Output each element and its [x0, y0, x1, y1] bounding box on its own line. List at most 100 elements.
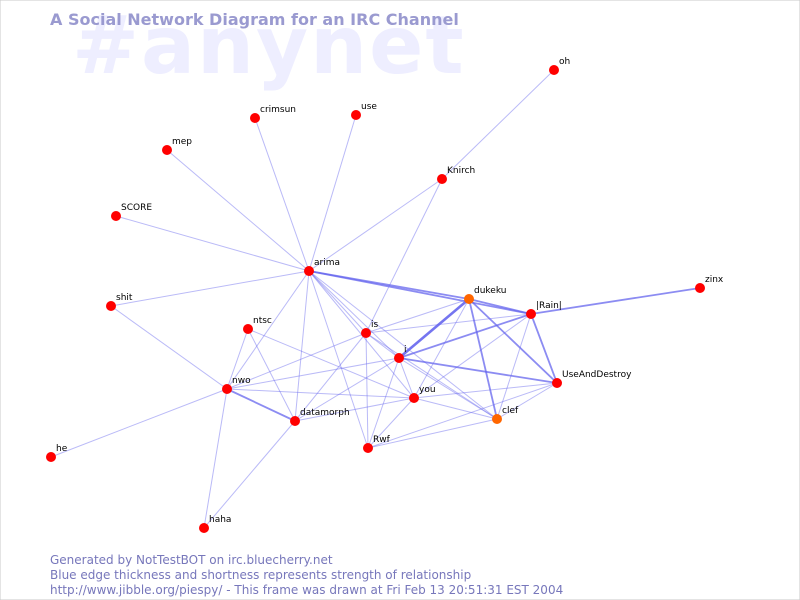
edge-i-UseAndDestroy	[398, 357, 558, 384]
node-dot	[199, 523, 209, 533]
edge-nwo-haha	[203, 388, 228, 529]
edge-Rain-clef	[496, 313, 532, 420]
footer-generated-by: Generated by NotTestBOT on irc.bluecherr…	[50, 553, 333, 567]
edge-i-Rwf	[367, 357, 400, 449]
node-zinx: zinx	[695, 275, 724, 293]
edge-you-UseAndDestroy	[413, 382, 558, 399]
node-you: you	[409, 385, 436, 403]
edge-arima-clef	[308, 270, 498, 420]
node-label: datamorph	[300, 408, 350, 418]
node-haha: haha	[199, 515, 231, 533]
node-label: UseAndDestroy	[562, 370, 632, 380]
edge-nwo-you	[226, 388, 415, 399]
edge-shit-arima	[110, 270, 310, 307]
node-dot	[111, 211, 121, 221]
node-Rwf: Rwf	[363, 435, 391, 453]
edge-use-arima	[308, 114, 357, 272]
edge-i-clef	[398, 357, 498, 420]
edge-you-clef	[413, 397, 498, 420]
edge-mep-arima	[166, 149, 310, 272]
edge-dukeku-is	[365, 298, 470, 334]
node-dot	[464, 294, 474, 304]
edge-dukeku-Rain	[468, 298, 532, 315]
node-label: mep	[172, 137, 192, 147]
node-dot	[106, 301, 116, 311]
footer-timestamp: http://www.jibble.org/piespy/ - This fra…	[50, 583, 564, 597]
edge-arima-Rain	[308, 270, 532, 315]
edge-is-datamorph	[294, 332, 367, 422]
node-Rain: |Rain|	[526, 301, 562, 319]
node-UseAndDestroy: UseAndDestroy	[552, 370, 632, 388]
edge-nwo-datamorph	[226, 388, 296, 422]
node-dot	[437, 174, 447, 184]
edge-is-clef	[365, 332, 498, 420]
edge-arima-nwo	[226, 270, 310, 390]
node-dot	[549, 65, 559, 75]
edge-Rain-i	[398, 313, 532, 359]
edge-crimsun-arima	[254, 117, 310, 272]
edge-shit-nwo	[110, 305, 228, 390]
edge-ntsc-nwo	[226, 328, 249, 390]
node-label: Knirch	[447, 166, 475, 176]
edges-layer	[50, 69, 701, 529]
edge-zinx-Rain	[530, 287, 701, 315]
diagram-title: A Social Network Diagram for an IRC Chan…	[50, 10, 459, 29]
node-label: clef	[502, 406, 519, 416]
node-dot	[409, 393, 419, 403]
edge-datamorph-you	[294, 397, 415, 422]
edge-arima-datamorph	[294, 270, 310, 422]
edge-dukeku-i	[398, 298, 470, 359]
node-label: he	[56, 444, 68, 454]
node-clef: clef	[492, 406, 519, 424]
edge-you-Rwf	[367, 397, 415, 449]
node-shit: shit	[106, 293, 133, 311]
node-label: shit	[116, 293, 133, 303]
edge-datamorph-haha	[203, 420, 296, 529]
node-label: you	[419, 385, 436, 395]
edge-arima-is	[308, 270, 367, 334]
node-mep: mep	[162, 137, 192, 155]
edge-ntsc-you	[247, 328, 415, 399]
node-dot	[526, 309, 536, 319]
node-label: |Rain|	[536, 301, 562, 311]
node-dot	[394, 353, 404, 363]
node-he: he	[46, 444, 68, 462]
channel-watermark: #anynet	[72, 0, 466, 92]
node-dot	[162, 145, 172, 155]
node-dot	[361, 328, 371, 338]
edge-i-is	[365, 332, 400, 359]
edge-Knirch-is	[365, 178, 443, 334]
node-dot	[363, 443, 373, 453]
node-is: is	[361, 320, 379, 338]
node-label: use	[361, 102, 377, 112]
node-dot	[290, 416, 300, 426]
node-label: haha	[209, 515, 231, 525]
node-dot	[552, 378, 562, 388]
node-arima: arima	[304, 258, 340, 276]
edge-Rain-UseAndDestroy	[530, 313, 558, 384]
node-ntsc: ntsc	[243, 316, 272, 334]
edge-arima-Rwf	[308, 270, 369, 449]
node-i: i	[394, 345, 407, 363]
edge-is-Rwf	[365, 332, 369, 449]
node-use: use	[351, 102, 377, 120]
edge-oh-Knirch	[441, 69, 555, 180]
edge-Knirch-arima	[308, 178, 443, 272]
node-SCORE: SCORE	[111, 203, 152, 221]
node-dot	[351, 110, 361, 120]
edge-Rwf-clef	[367, 418, 498, 449]
node-label: dukeku	[474, 286, 506, 296]
edge-clef-UseAndDestroy	[496, 382, 558, 420]
node-crimsun: crimsun	[250, 105, 296, 123]
edge-dukeku-you	[413, 298, 470, 399]
edge-nwo-he	[50, 388, 228, 458]
node-dukeku: dukeku	[464, 286, 506, 304]
node-label: SCORE	[121, 203, 152, 213]
node-dot	[492, 414, 502, 424]
node-oh: oh	[549, 57, 570, 75]
edge-dukeku-UseAndDestroy	[468, 298, 558, 384]
node-label: i	[404, 345, 407, 355]
node-label: crimsun	[260, 105, 296, 115]
